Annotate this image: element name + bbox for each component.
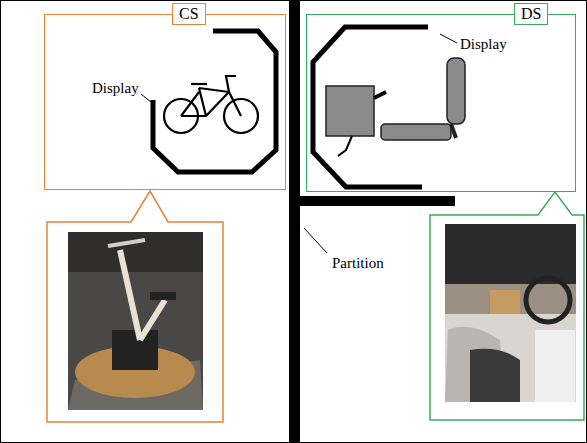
photo-driving-simulator <box>445 224 576 402</box>
callout-frame <box>430 192 584 420</box>
station-tag: CS <box>172 3 206 25</box>
part-label: Partition <box>332 255 384 272</box>
display-outline <box>313 27 428 187</box>
leader-line <box>440 34 457 43</box>
bicycle-icon <box>164 76 258 133</box>
station-tag: DS <box>514 3 548 25</box>
station-box: DS <box>306 14 576 192</box>
partition-wall <box>300 196 455 206</box>
display-outline <box>153 31 276 172</box>
partition-wall <box>289 0 300 443</box>
leader-line <box>304 228 327 253</box>
callout-frame <box>47 191 223 422</box>
part-label: Display <box>92 80 139 97</box>
leader-line <box>141 94 151 102</box>
part-label: Display <box>460 36 507 53</box>
station-box: CS <box>44 14 286 190</box>
driving-cockpit-icon <box>326 58 465 156</box>
photo-simulator-bike <box>68 232 203 410</box>
